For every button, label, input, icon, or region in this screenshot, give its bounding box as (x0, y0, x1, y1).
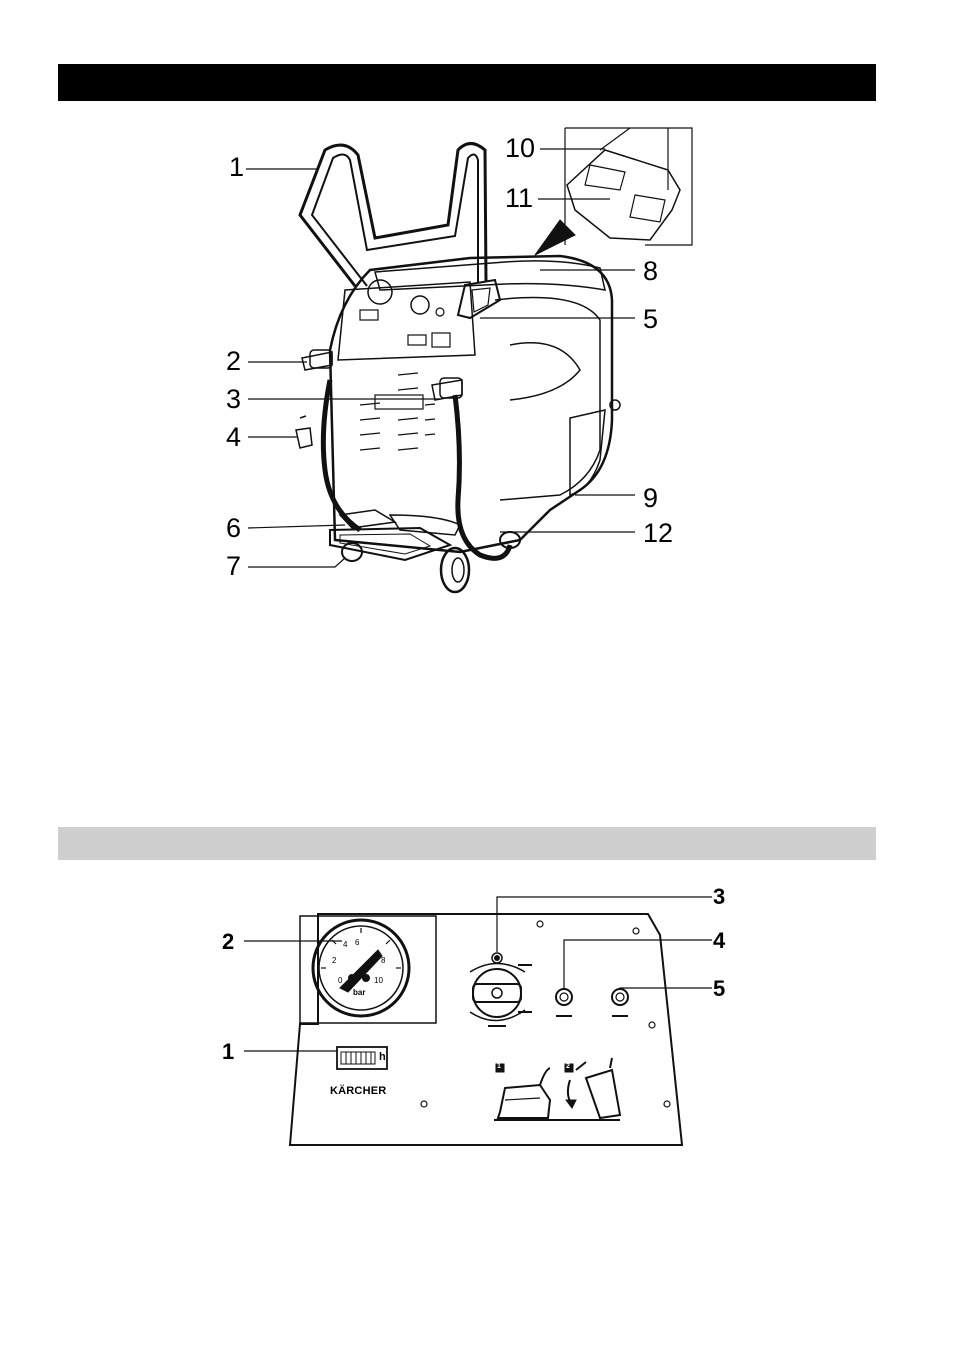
gauge-number-10: 10 (374, 976, 383, 985)
selector-ring (470, 964, 525, 1021)
pedal-step-1 (498, 1085, 550, 1118)
gauge-unit: bar (353, 988, 365, 997)
panel-outline (290, 914, 682, 1145)
pedal-step-2 (586, 1070, 620, 1118)
gauge-number-6: 6 (355, 938, 359, 947)
indicator-lamp-5 (612, 989, 628, 1005)
brand-logo: KÄRCHER (330, 1085, 386, 1097)
gauge-needle (340, 950, 382, 992)
gauge-number-0: 0 (338, 976, 342, 985)
callout-4: 4 (713, 930, 725, 952)
step-2-label: 2 (566, 1063, 570, 1070)
selector-switch (473, 969, 521, 1017)
step-1-label: 1 (497, 1063, 501, 1070)
indicator-lamp-4 (556, 989, 572, 1005)
gauge-number-8: 8 (381, 956, 385, 965)
callout-5: 5 (713, 978, 725, 1000)
callout-2: 2 (222, 931, 234, 953)
gauge-number-4: 4 (343, 940, 347, 949)
callout-3: 3 (713, 886, 725, 908)
callout-1: 1 (222, 1041, 234, 1063)
hour-meter-unit: h (379, 1051, 386, 1063)
gauge-number-2: 2 (332, 956, 336, 965)
